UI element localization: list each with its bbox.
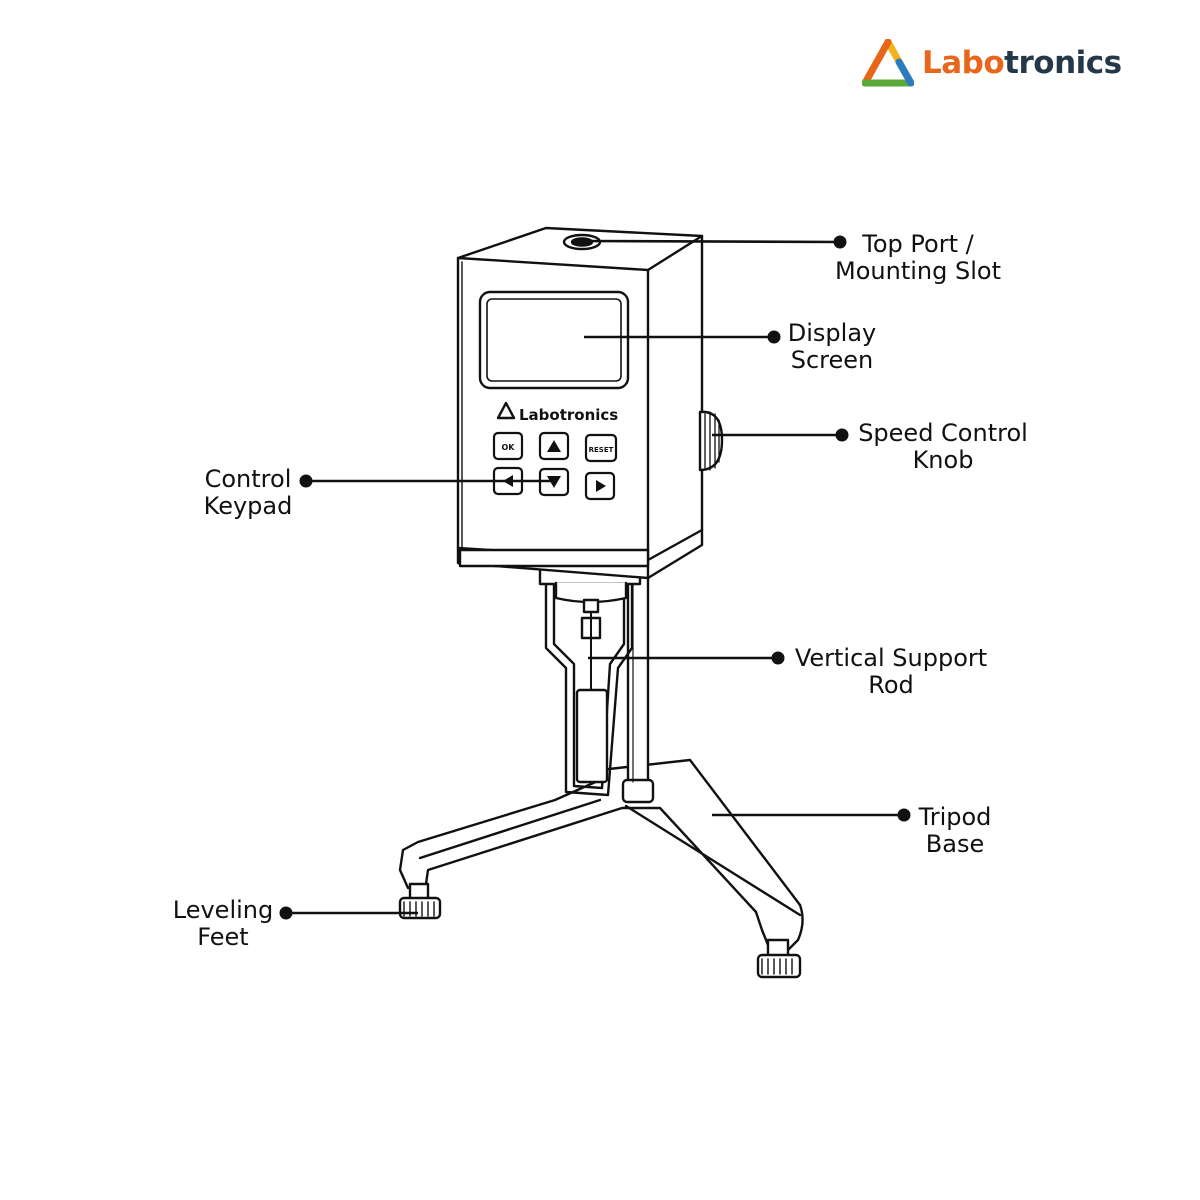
leader-speed-knob bbox=[712, 428, 849, 442]
label-leveling-feet-line2: Feet bbox=[197, 923, 249, 951]
device-brand-mark: Labotronics bbox=[496, 401, 618, 424]
brand-name-part2: tronics bbox=[1004, 45, 1122, 81]
right-arrow-icon bbox=[596, 480, 606, 492]
label-vertical-support-rod: Vertical Support Rod bbox=[785, 645, 997, 699]
label-display-line2: Screen bbox=[790, 346, 874, 374]
leader-keypad bbox=[299, 474, 554, 488]
label-tripod-line1: Tripod bbox=[918, 803, 992, 831]
brand-logo: Labotronics bbox=[862, 38, 1122, 88]
control-keypad: OK RESET bbox=[492, 431, 618, 501]
leader-display bbox=[584, 330, 781, 344]
spindle-guard bbox=[538, 566, 642, 797]
label-control-keypad: Control Keypad bbox=[192, 466, 304, 520]
ok-button[interactable] bbox=[492, 431, 524, 461]
leader-support-rod bbox=[588, 651, 785, 665]
leader-leveling-feet bbox=[279, 906, 418, 920]
leader-tripod bbox=[712, 808, 911, 822]
label-top-port: Top Port / Mounting Slot bbox=[826, 231, 1010, 285]
brand-wordmark: Labotronics bbox=[922, 45, 1122, 81]
label-speed-knob-line1: Speed Control bbox=[858, 419, 1028, 447]
display-screen bbox=[478, 290, 630, 390]
label-display-screen: Display Screen bbox=[776, 320, 888, 374]
label-support-rod-line2: Rod bbox=[868, 671, 914, 699]
label-leveling-feet: Leveling Feet bbox=[164, 897, 282, 951]
up-arrow-icon bbox=[547, 440, 561, 452]
label-keypad-line1: Control bbox=[204, 465, 292, 493]
speed-control-knob bbox=[698, 410, 724, 472]
brand-triangle-icon bbox=[862, 39, 914, 87]
brand-name-part1: Labo bbox=[922, 45, 1005, 81]
label-speed-knob-line2: Knob bbox=[912, 446, 974, 474]
label-leveling-feet-line1: Leveling bbox=[172, 896, 274, 924]
label-keypad-line2: Keypad bbox=[203, 492, 293, 520]
label-speed-control-knob: Speed Control Knob bbox=[850, 420, 1036, 474]
label-top-port-line2: Mounting Slot bbox=[835, 257, 1001, 285]
label-display-line1: Display bbox=[787, 319, 877, 347]
label-support-rod-line1: Vertical Support bbox=[794, 644, 988, 672]
reset-button-label: RESET bbox=[589, 446, 614, 454]
device-housing bbox=[456, 226, 724, 580]
vertical-support-rod bbox=[621, 570, 655, 804]
ok-button-label: OK bbox=[502, 443, 516, 452]
label-tripod-base: Tripod Base bbox=[910, 804, 1000, 858]
reset-button[interactable] bbox=[584, 433, 618, 463]
leader-top-port bbox=[582, 235, 847, 249]
leveling-feet bbox=[398, 882, 802, 979]
label-tripod-line2: Base bbox=[925, 830, 985, 858]
device-brand-text: Labotronics bbox=[519, 406, 618, 424]
label-top-port-line1: Top Port / bbox=[862, 230, 974, 258]
